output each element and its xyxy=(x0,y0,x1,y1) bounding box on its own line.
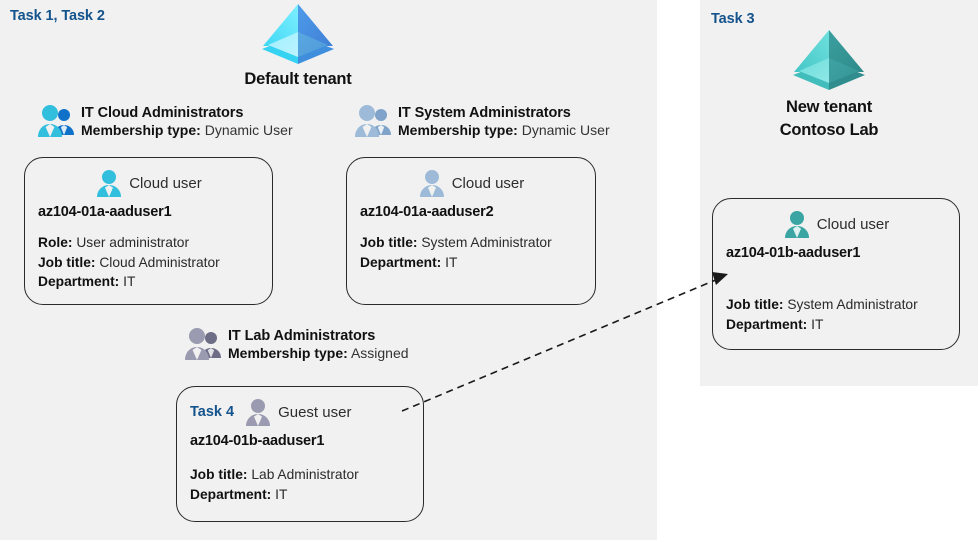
membership-type-label: Membership type: xyxy=(228,344,348,361)
user-type-label: Cloud user xyxy=(816,215,890,233)
azure-ad-tenant-pyramid-icon xyxy=(236,2,360,70)
group-name-label: IT Cloud Administrators xyxy=(81,104,244,121)
group-header-it-system-administrators: IT System Administrators Membership type… xyxy=(355,104,610,138)
attr-label: Department: xyxy=(190,486,272,502)
user-card-header: Cloud user xyxy=(360,166,582,200)
user-type-label: Cloud user xyxy=(129,174,202,192)
user-name-label: az104-01b-aaduser1 xyxy=(190,433,325,449)
membership-type-value: Dynamic User xyxy=(204,121,293,138)
azure-ad-tenant-pyramid-icon xyxy=(746,28,912,96)
user-attributes: Job title: System Administrator Departme… xyxy=(360,233,582,272)
user-attributes: Job title: Lab Administrator Department:… xyxy=(190,465,410,504)
user-card-header: Task 4 Guest user xyxy=(190,395,410,429)
group-users-icon xyxy=(38,104,74,138)
group-name-label: IT System Administrators xyxy=(398,104,571,121)
user-card-new-tenant-az104-01b-aaduser1[interactable]: Cloud user az104-01b-aaduser1 Job title:… xyxy=(712,198,960,350)
task-label-1-2: Task 1, Task 2 xyxy=(10,8,105,24)
attr-label: Job title: xyxy=(726,297,784,312)
user-card-header: Cloud user xyxy=(38,166,259,200)
attr-value: IT xyxy=(275,486,288,502)
group-membership-type: Membership type: Assigned xyxy=(228,345,409,361)
attr-value: Lab Administrator xyxy=(251,467,359,482)
attr-label: Role: xyxy=(38,235,73,250)
default-tenant-block: Default tenant xyxy=(236,2,360,89)
new-tenant-block: New tenant Contoso Lab xyxy=(746,28,912,143)
new-tenant-label-line1: New tenant xyxy=(785,98,872,116)
cloud-user-icon xyxy=(95,169,123,197)
attr-department: Department: IT xyxy=(190,485,410,505)
attr-role: Role: User administrator xyxy=(38,233,259,253)
user-card-az104-01a-aaduser1[interactable]: Cloud user az104-01a-aaduser1 Role: User… xyxy=(24,157,273,305)
cloud-user-icon xyxy=(418,169,446,197)
attr-department: Department: IT xyxy=(360,253,582,273)
user-attributes: Job title: System Administrator Departme… xyxy=(726,295,946,334)
attr-label: Department: xyxy=(38,274,120,290)
attr-department: Department: IT xyxy=(38,272,259,292)
attr-value: IT xyxy=(811,316,824,332)
group-users-icon xyxy=(355,104,391,138)
user-name-label: az104-01b-aaduser1 xyxy=(726,245,861,261)
membership-type-value: Dynamic User xyxy=(521,121,610,138)
attr-job-title: Job title: System Administrator xyxy=(360,233,582,253)
membership-type-label: Membership type: xyxy=(81,121,201,138)
new-tenant-label-line2: Contoso Lab xyxy=(779,121,879,140)
task-label-3: Task 3 xyxy=(711,11,755,27)
user-attributes: Role: User administrator Job title: Clou… xyxy=(38,233,259,292)
attr-label: Job title: xyxy=(190,467,248,482)
group-users-icon xyxy=(185,327,221,361)
attr-value: IT xyxy=(123,274,136,290)
attr-label: Department: xyxy=(360,254,442,270)
group-header-it-lab-administrators: IT Lab Administrators Membership type: A… xyxy=(185,327,409,361)
user-type-label: Cloud user xyxy=(451,174,525,192)
group-membership-type: Membership type: Dynamic User xyxy=(81,122,293,138)
user-name-label: az104-01a-aaduser1 xyxy=(38,204,172,220)
attr-job-title: Job title: Cloud Administrator xyxy=(38,253,259,273)
attr-value: Cloud Administrator xyxy=(99,254,220,270)
attr-value: System Administrator xyxy=(421,235,552,250)
attr-label: Job title: xyxy=(360,235,418,250)
attr-value: IT xyxy=(445,254,458,270)
cloud-user-icon xyxy=(783,210,811,238)
user-card-header: Cloud user xyxy=(726,207,946,241)
attr-label: Job title: xyxy=(38,254,96,270)
attr-label: Department: xyxy=(726,316,808,332)
group-membership-type: Membership type: Dynamic User xyxy=(398,122,610,138)
task-label-4: Task 4 xyxy=(190,404,235,420)
default-tenant-label: Default tenant xyxy=(244,70,352,88)
membership-type-label: Membership type: xyxy=(398,121,518,138)
group-header-it-cloud-administrators: IT Cloud Administrators Membership type:… xyxy=(38,104,293,138)
user-name-label: az104-01a-aaduser2 xyxy=(360,204,494,220)
user-type-label: Guest user xyxy=(278,403,352,421)
guest-user-icon xyxy=(244,398,272,426)
membership-type-value: Assigned xyxy=(350,344,409,361)
default-tenant-panel xyxy=(0,0,657,540)
attr-department: Department: IT xyxy=(726,315,946,335)
user-card-az104-01a-aaduser2[interactable]: Cloud user az104-01a-aaduser2 Job title:… xyxy=(346,157,596,305)
attr-job-title: Job title: System Administrator xyxy=(726,295,946,315)
attr-value: System Administrator xyxy=(787,297,918,312)
group-name-label: IT Lab Administrators xyxy=(228,327,376,344)
attr-value: User administrator xyxy=(76,235,190,250)
attr-job-title: Job title: Lab Administrator xyxy=(190,465,410,485)
user-card-guest-az104-01b-aaduser1[interactable]: Task 4 Guest user az104-01b-aaduser1 Job… xyxy=(176,386,424,522)
